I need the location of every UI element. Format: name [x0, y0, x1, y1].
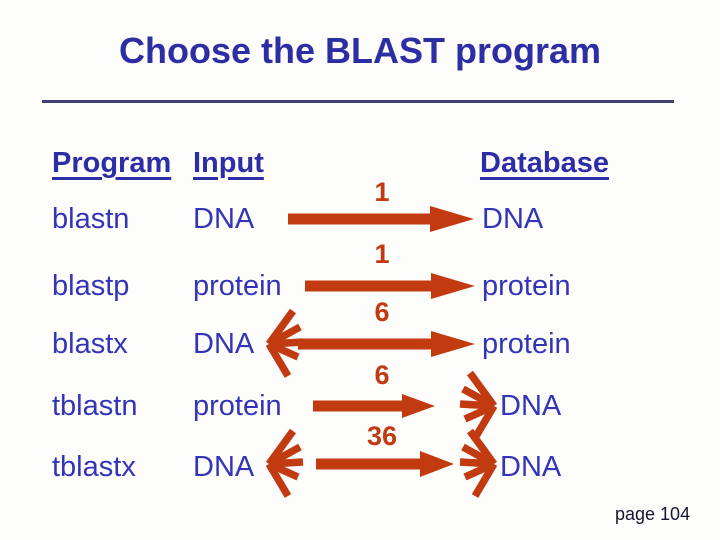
- program-cell-blastx: blastx: [52, 328, 128, 360]
- input-cell-blastx: DNA: [193, 328, 255, 360]
- program-cell-tblastx: tblastx: [52, 451, 136, 483]
- frame-count-tblastn: 6: [374, 360, 390, 390]
- program-cell-tblastn: tblastn: [52, 390, 138, 422]
- column-header-database: Database: [480, 147, 609, 179]
- input-cell-blastn: DNA: [193, 203, 255, 235]
- column-header-program: Program: [52, 147, 172, 179]
- translated-database-fan-tblastx: [460, 431, 494, 496]
- database-cell-blastx: protein: [482, 328, 571, 360]
- translated-input-fan-blastx: [269, 311, 303, 376]
- program-cell-blastn: blastn: [52, 203, 130, 235]
- translated-database-fan-tblastn: [460, 373, 494, 438]
- slide-title: Choose the BLAST program: [118, 30, 602, 71]
- arrow-tblastx: [316, 451, 454, 477]
- arrow-blastx: [298, 331, 475, 357]
- program-cell-blastp: blastp: [52, 270, 130, 302]
- frame-count-blastn: 1: [374, 177, 390, 207]
- title-divider: [42, 100, 674, 103]
- arrow-tblastn: [313, 394, 435, 418]
- database-cell-tblastx: DNA: [500, 451, 562, 483]
- column-header-input: Input: [193, 147, 264, 179]
- input-cell-blastp: protein: [193, 270, 282, 302]
- database-cell-tblastn: DNA: [500, 390, 562, 422]
- input-cell-tblastn: protein: [193, 390, 282, 422]
- input-cell-tblastx: DNA: [193, 451, 255, 483]
- frame-count-blastp: 1: [374, 239, 390, 269]
- page-number: page 104: [615, 504, 691, 524]
- frame-count-tblastx: 36: [366, 421, 398, 451]
- database-cell-blastp: protein: [482, 270, 571, 302]
- database-cell-blastn: DNA: [482, 203, 544, 235]
- frame-count-blastx: 6: [374, 297, 390, 327]
- arrow-blastn: [288, 206, 474, 232]
- translated-input-fan-tblastx: [269, 431, 303, 496]
- arrow-blastp: [305, 273, 475, 299]
